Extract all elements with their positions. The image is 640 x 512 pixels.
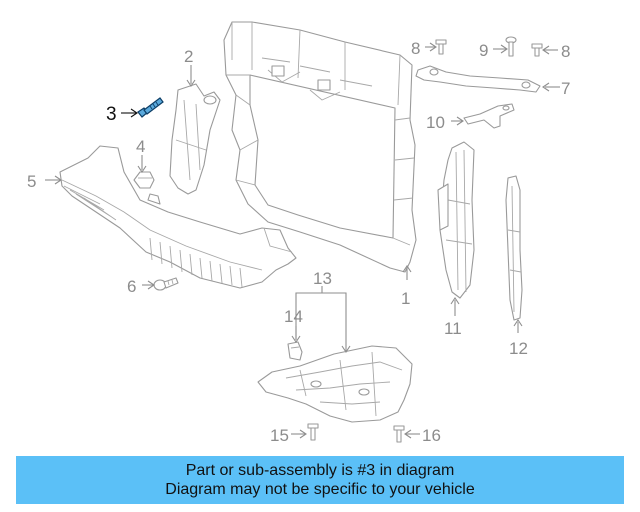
callout-7: 7 xyxy=(561,79,570,98)
callout-2: 2 xyxy=(184,47,193,66)
side-air-duct xyxy=(437,141,475,299)
banner-line-2: Diagram may not be specific to your vehi… xyxy=(165,481,475,498)
side-seal-strip xyxy=(505,175,523,321)
callout-6: 6 xyxy=(127,277,136,296)
engine-under-cover xyxy=(257,345,413,423)
callout-9: 9 xyxy=(479,41,488,60)
bolt-part-9 xyxy=(505,36,517,57)
bolt-part-8-right xyxy=(531,43,543,57)
callout-13: 13 xyxy=(313,269,332,288)
bolt-part-3 xyxy=(137,97,164,118)
radiator-support-frame xyxy=(223,21,417,273)
callout-3: 3 xyxy=(106,104,117,125)
screw-part-6 xyxy=(153,277,179,291)
small-bracket xyxy=(463,103,515,129)
side-bracket xyxy=(169,83,221,195)
bolt-part-15 xyxy=(307,423,319,441)
callout-15: 15 xyxy=(270,426,289,445)
callout-8a: 8 xyxy=(411,39,420,58)
callout-5: 5 xyxy=(27,172,36,191)
callout-4: 4 xyxy=(136,137,145,156)
callout-1: 1 xyxy=(401,289,410,308)
clip-nut xyxy=(133,171,155,189)
callout-12: 12 xyxy=(509,339,528,358)
info-banner: Part or sub-assembly is #3 in diagram Di… xyxy=(16,456,624,504)
upper-bracket-strip xyxy=(415,65,541,93)
parts-diagram: 1 2 3 4 5 6 xyxy=(27,21,570,445)
callout-11: 11 xyxy=(444,319,462,338)
lower-air-deflector xyxy=(59,145,297,289)
banner-line-1: Part or sub-assembly is #3 in diagram xyxy=(185,462,455,479)
bolt-part-16 xyxy=(393,425,405,443)
callout-16: 16 xyxy=(422,426,441,445)
callout-10: 10 xyxy=(426,113,445,132)
callout-14: 14 xyxy=(284,307,303,326)
clip-part-14 xyxy=(287,341,303,361)
bolt-part-8-left xyxy=(435,39,447,55)
callout-8b: 8 xyxy=(561,42,570,61)
